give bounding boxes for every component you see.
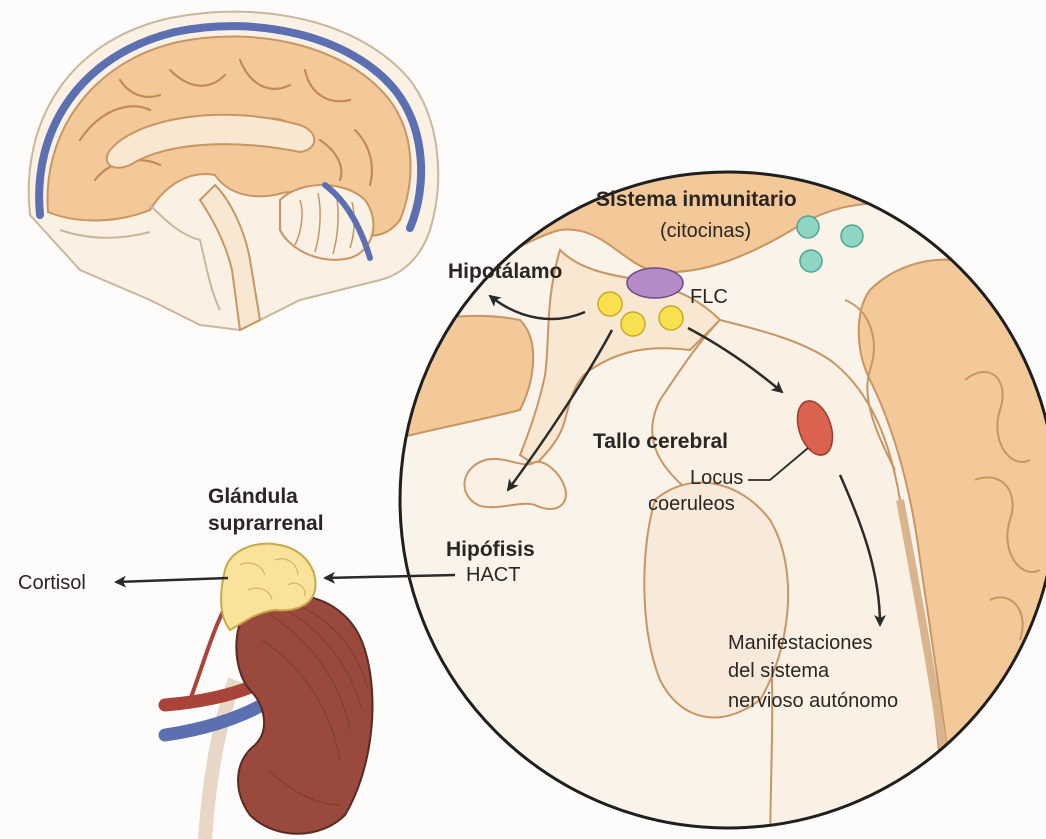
label-locus: Locus	[690, 467, 743, 490]
hypothalamic-neuron-3	[659, 306, 683, 330]
label-hipotalamo: Hipotálamo	[448, 260, 562, 284]
hypothalamic-neuron-1	[598, 292, 622, 316]
label-citocinas: (citocinas)	[660, 220, 751, 243]
label-tallo-cerebral: Tallo cerebral	[593, 430, 728, 454]
label-cortisol: Cortisol	[18, 572, 86, 595]
flc-neuron-cluster	[627, 268, 683, 298]
cytokine-3	[800, 250, 822, 272]
label-suprarrenal: suprarrenal	[208, 512, 324, 536]
label-nervioso-autonomo: nervioso autónomo	[728, 690, 898, 713]
label-hipofisis: Hipófisis	[446, 538, 535, 562]
label-coeruleos: coeruleos	[648, 493, 735, 516]
kidney-adrenal-illustration	[116, 544, 455, 839]
cytokine-2	[841, 225, 863, 247]
head-sagittal-illustration	[29, 12, 438, 330]
label-glandula: Glándula	[208, 485, 298, 509]
cytokine-1	[797, 216, 819, 238]
label-flc: FLC	[690, 286, 728, 309]
arrow-to-cortisol	[116, 578, 228, 582]
label-manifestaciones: Manifestaciones	[728, 632, 873, 655]
label-del-sistema: del sistema	[728, 660, 829, 683]
label-sistema-inmunitario: Sistema inmunitario	[596, 188, 797, 212]
label-hact: HACT	[466, 564, 520, 587]
pituitary-gland	[464, 459, 566, 509]
hypothalamic-neuron-2	[621, 312, 645, 336]
